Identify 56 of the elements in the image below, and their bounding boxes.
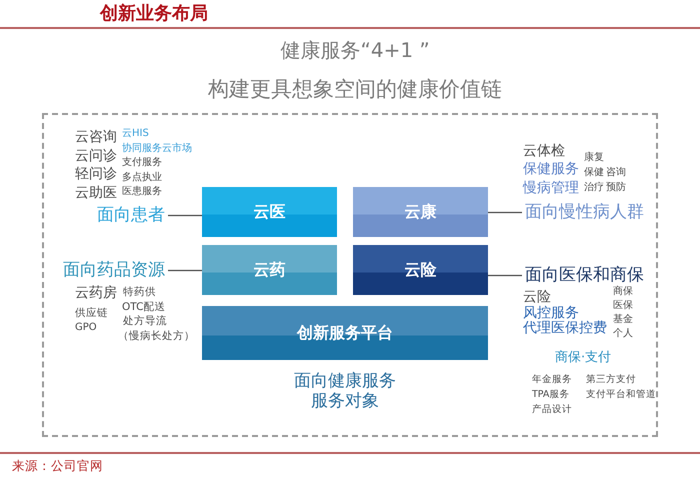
connector-line [488,274,522,276]
category-label: 面向患者 [97,206,165,224]
list-item: 基金 [613,315,633,325]
list-item: 产品设计 [532,405,572,415]
list-item: （慢病长处方） [118,330,195,342]
list-item: 云体检 [523,144,565,158]
list-item: 云咨询 [75,130,117,144]
list-item: 咨询 [606,168,626,178]
page-title: 创新业务布局 [100,5,208,23]
list-item: 医保 [613,301,633,311]
service-box: 云康 [353,187,488,237]
list-item: 轻问诊 [75,167,117,181]
list-item: 个人 [613,329,633,339]
category-label: 面向健康服务服务对象 [293,371,397,411]
list-item: 年金服务 [532,375,572,385]
list-item: 支付平台和管道 [586,390,656,400]
list-item: 支付服务 [122,158,162,168]
list-item: 保健 [584,168,604,178]
list-item: 代理医保控费 [523,321,607,335]
list-item: GPO [75,323,97,333]
category-label: 面向慢性病人群 [525,204,644,220]
service-box: 云药 [202,245,337,295]
list-item: 云药房 [75,286,117,300]
list-item: 医患服务 [122,187,162,197]
service-box: 云医 [202,187,337,237]
list-item: 预防 [606,183,626,193]
list-item: 云问诊 [75,149,117,163]
list-item: 多点执业 [122,173,162,183]
list-item: TPA服务 [532,390,570,400]
list-item: OTC配送 [122,302,166,312]
list-item: 第三方支付 [586,375,636,385]
list-item: 供应链 [75,308,108,318]
list-item: 慢病管理 [523,181,579,195]
list-item: 商保 [613,287,633,297]
category-label: 面向药品资源 [63,262,165,278]
section-label: 商保·支付 [555,350,612,364]
source-note: 来源：公司官网 [12,460,103,472]
connector-line [168,214,202,216]
category-label: 面向医保和商保 [525,266,644,284]
list-item: 特药供 [123,286,156,298]
list-item: 康复 [584,153,604,163]
list-item: 保健服务 [523,162,579,176]
dashed-frame [42,113,658,437]
service-box: 云险 [353,245,488,295]
connector-line [168,270,202,272]
heading: 健康服务“4+1 ” [280,40,430,60]
list-item: 云助医 [75,186,117,200]
connector-line [488,212,522,214]
subheading: 构建更具想象空间的健康价值链 [208,78,502,100]
list-item: 处方导流 [123,316,167,326]
platform-box: 创新服务平台 [202,306,488,360]
list-item: 云HIS [122,129,149,139]
list-item: 协同服务云市场 [122,144,192,154]
list-item: 治疗 [584,183,604,193]
list-item: 云险 [523,290,551,304]
list-item: 风控服务 [523,306,579,320]
